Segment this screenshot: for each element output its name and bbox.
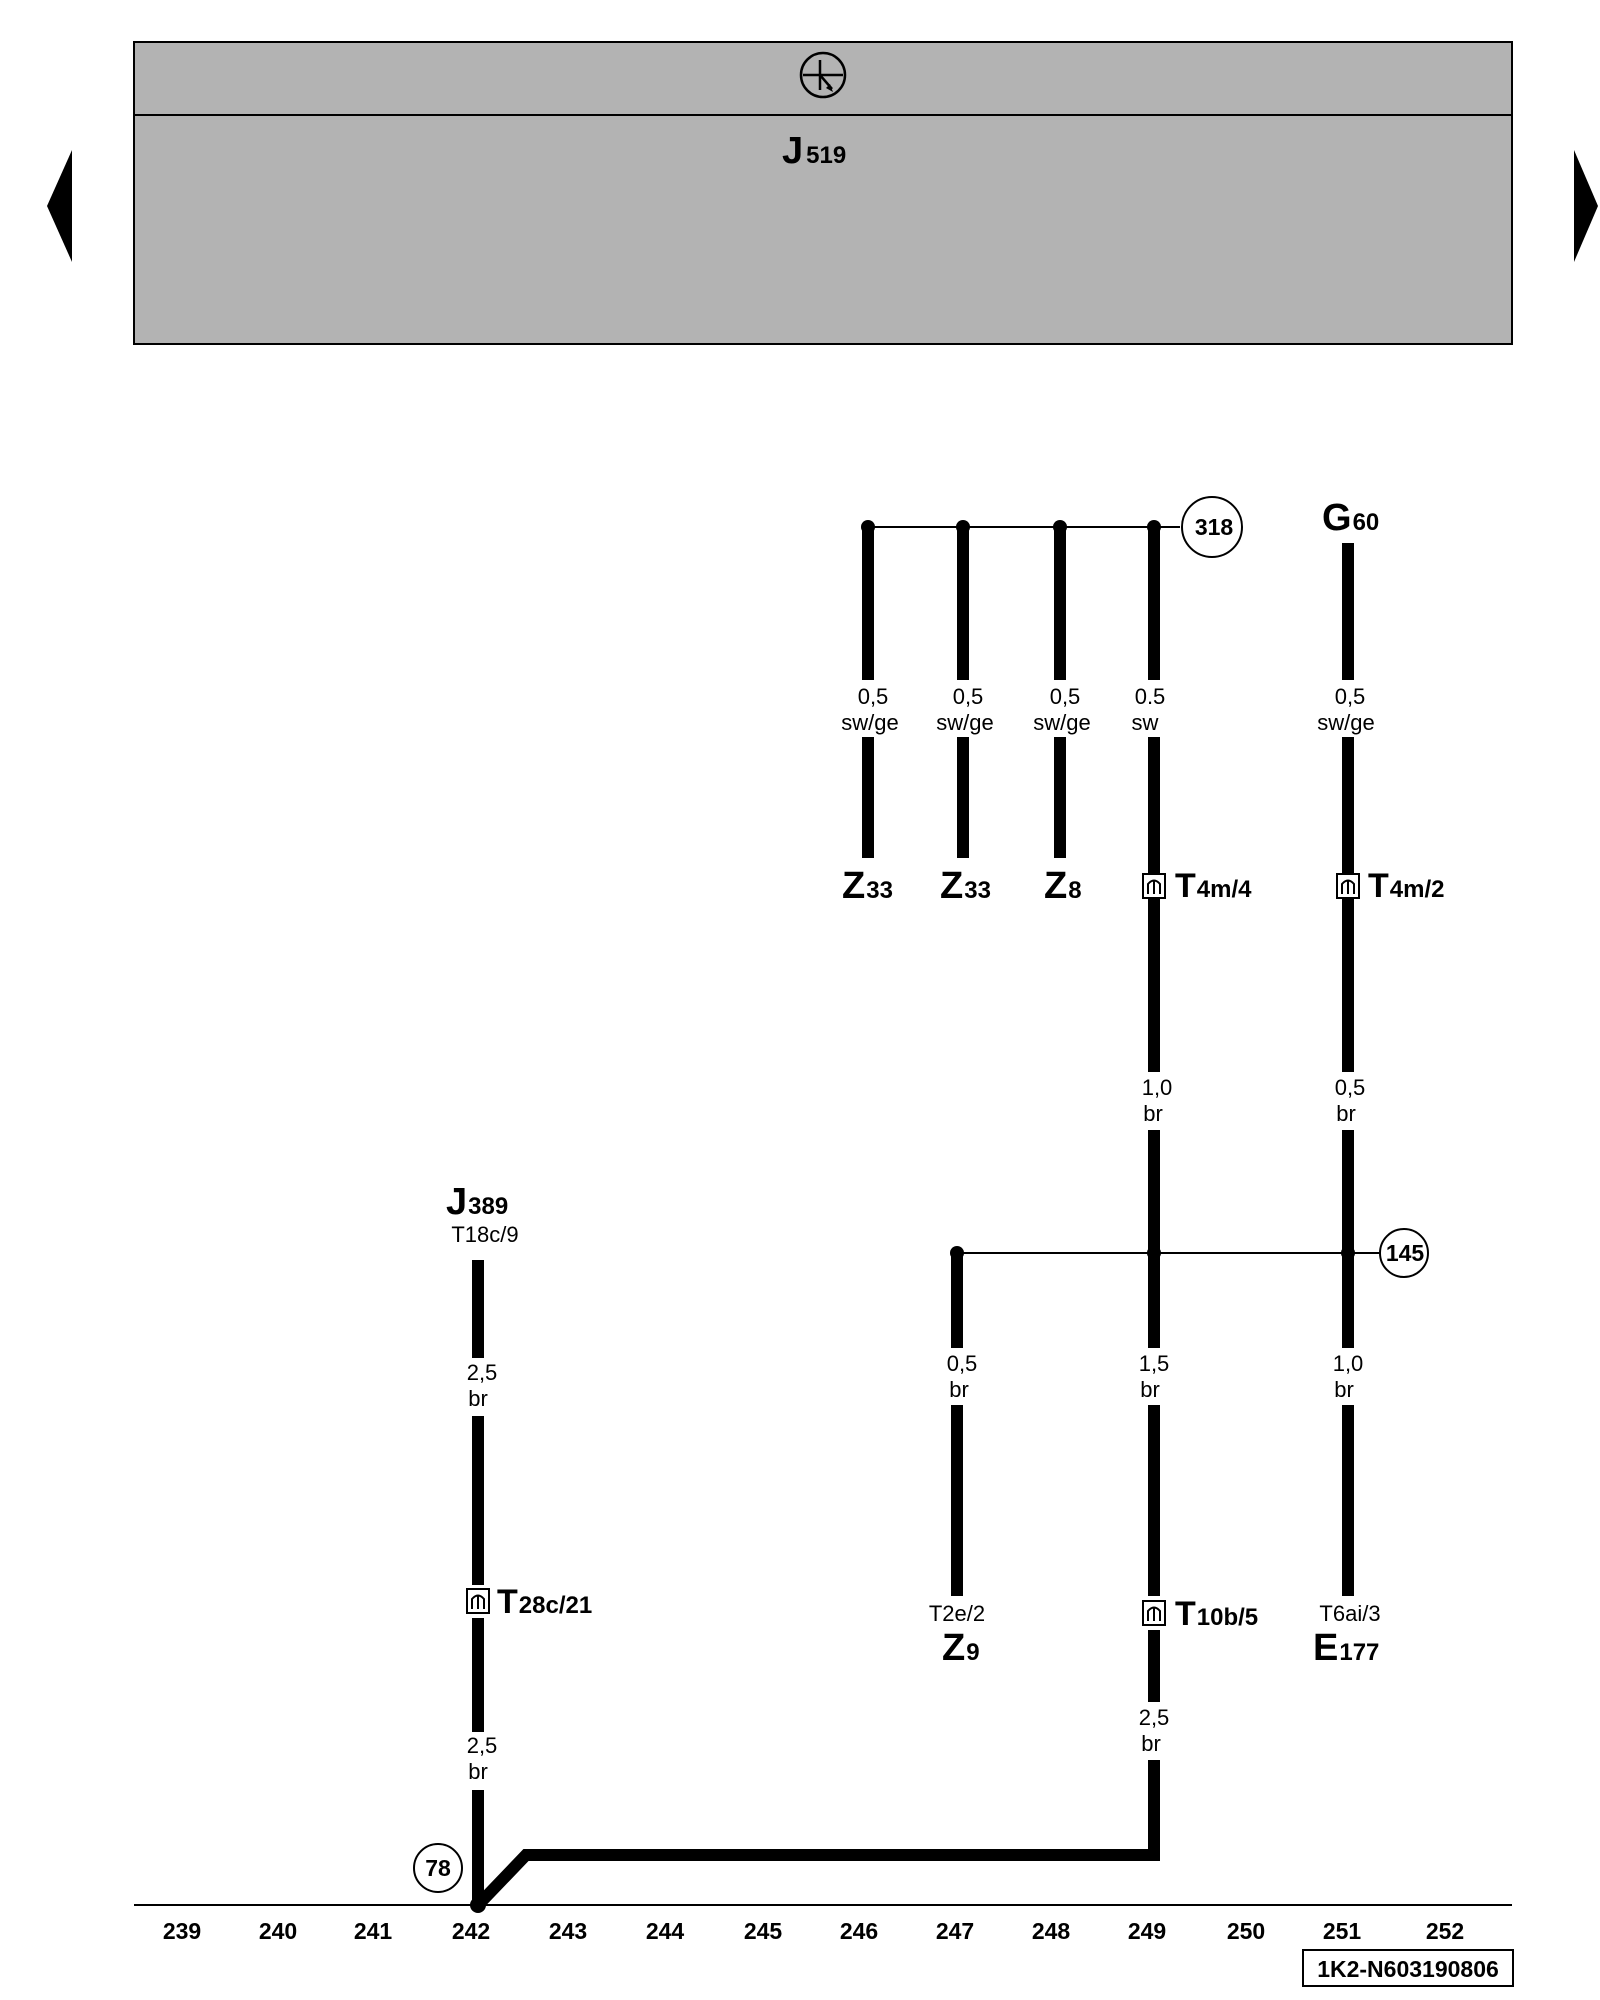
scale-number: 248 (1032, 1918, 1071, 1944)
scale-number: 245 (744, 1918, 783, 1944)
connector-t4m2: T4m/2 (1368, 867, 1444, 905)
wire-size: 0,5 (1335, 684, 1366, 709)
component-z33: Z33 (940, 865, 991, 907)
connector-pin-icon (1142, 873, 1166, 899)
connector-t10b5: T10b/5 (1175, 1595, 1258, 1633)
scale-number: 249 (1128, 1918, 1166, 1944)
wire-color: br (1336, 1101, 1356, 1126)
component-z9: Z9 (942, 1627, 980, 1669)
ref-145-circle (1379, 1228, 1429, 1278)
ref-78-circle (413, 1843, 463, 1893)
wire-size: 2,5 (1139, 1705, 1170, 1730)
wire-size: 2,5 (467, 1733, 498, 1758)
junction-dot (1147, 1246, 1161, 1260)
wire-size: 0,5 (953, 684, 984, 709)
scale-number: 246 (840, 1918, 878, 1944)
wire-color: br (468, 1386, 488, 1411)
scale-number: 250 (1227, 1918, 1265, 1944)
ref-318: 318 (1195, 514, 1234, 540)
doc-code-box (1302, 1949, 1514, 1987)
wire-color: sw/ge (936, 710, 993, 735)
scale-number: 241 (354, 1918, 393, 1944)
scale-number: 240 (259, 1918, 297, 1944)
component-z33: Z33 (842, 865, 893, 907)
scale-number: 239 (163, 1918, 201, 1944)
pin-label: T18c/9 (451, 1222, 518, 1247)
wire-size: 0,5 (858, 684, 889, 709)
doc-code: 1K2-N603190806 (1317, 1956, 1499, 1982)
ground-circle-icon (799, 51, 847, 99)
wire-color: br (1334, 1377, 1354, 1402)
pin-label: T2e/2 (929, 1601, 985, 1626)
prev-page-icon[interactable] (47, 150, 72, 262)
component-z8: Z8 (1044, 865, 1082, 907)
wire-size: 1,0 (1333, 1351, 1364, 1376)
wire-color: sw/ge (1317, 710, 1374, 735)
connector-t28c21: T28c/21 (497, 1583, 592, 1621)
connector-pin-icon (1336, 873, 1360, 899)
wire-size: 0,5 (1335, 1075, 1366, 1100)
wire-color: sw/ge (841, 710, 898, 735)
wire-size: 0,5 (947, 1351, 978, 1376)
wire-size: 1,5 (1139, 1351, 1170, 1376)
wire-size: 0,5 (1050, 684, 1081, 709)
wire-color: br (1141, 1731, 1161, 1756)
connector-t4m4: T4m/4 (1175, 867, 1252, 905)
header-panel (133, 41, 1513, 345)
wire (475, 1760, 1160, 1908)
connector-pin-icon (466, 1588, 490, 1614)
scale-number: 243 (549, 1918, 587, 1944)
scale-number: 244 (646, 1918, 685, 1944)
wire-size: 0.5 (1135, 684, 1166, 709)
next-page-icon[interactable] (1574, 150, 1598, 262)
wire-size: 2,5 (467, 1360, 498, 1385)
scale-number: 252 (1426, 1918, 1464, 1944)
ref-78: 78 (425, 1855, 451, 1881)
wire-color: br (468, 1759, 488, 1784)
scale-numbers: 239 240 241 242 243 244 245 246 247 248 249 250 251 2… (163, 1918, 1464, 1944)
pin-label: T6ai/3 (1319, 1601, 1380, 1626)
wire-color: sw (1132, 710, 1159, 735)
wire-color: sw/ge (1033, 710, 1090, 735)
junction-dot (1341, 1246, 1355, 1260)
scale-number: 251 (1323, 1918, 1362, 1944)
scale-number: 242 (452, 1918, 490, 1944)
component-e177: E177 (1313, 1627, 1379, 1669)
wire-size: 1,0 (1142, 1075, 1173, 1100)
ref-145: 145 (1386, 1240, 1425, 1266)
wire-color: br (949, 1377, 969, 1402)
scale-number: 247 (936, 1918, 974, 1944)
ref-318-circle (1181, 496, 1243, 558)
connector-pin-icon (1142, 1600, 1166, 1626)
wire-color: br (1140, 1377, 1160, 1402)
component-j389: J389 (446, 1181, 508, 1223)
component-g60: G60 (1322, 497, 1379, 539)
wire-color: br (1143, 1101, 1163, 1126)
